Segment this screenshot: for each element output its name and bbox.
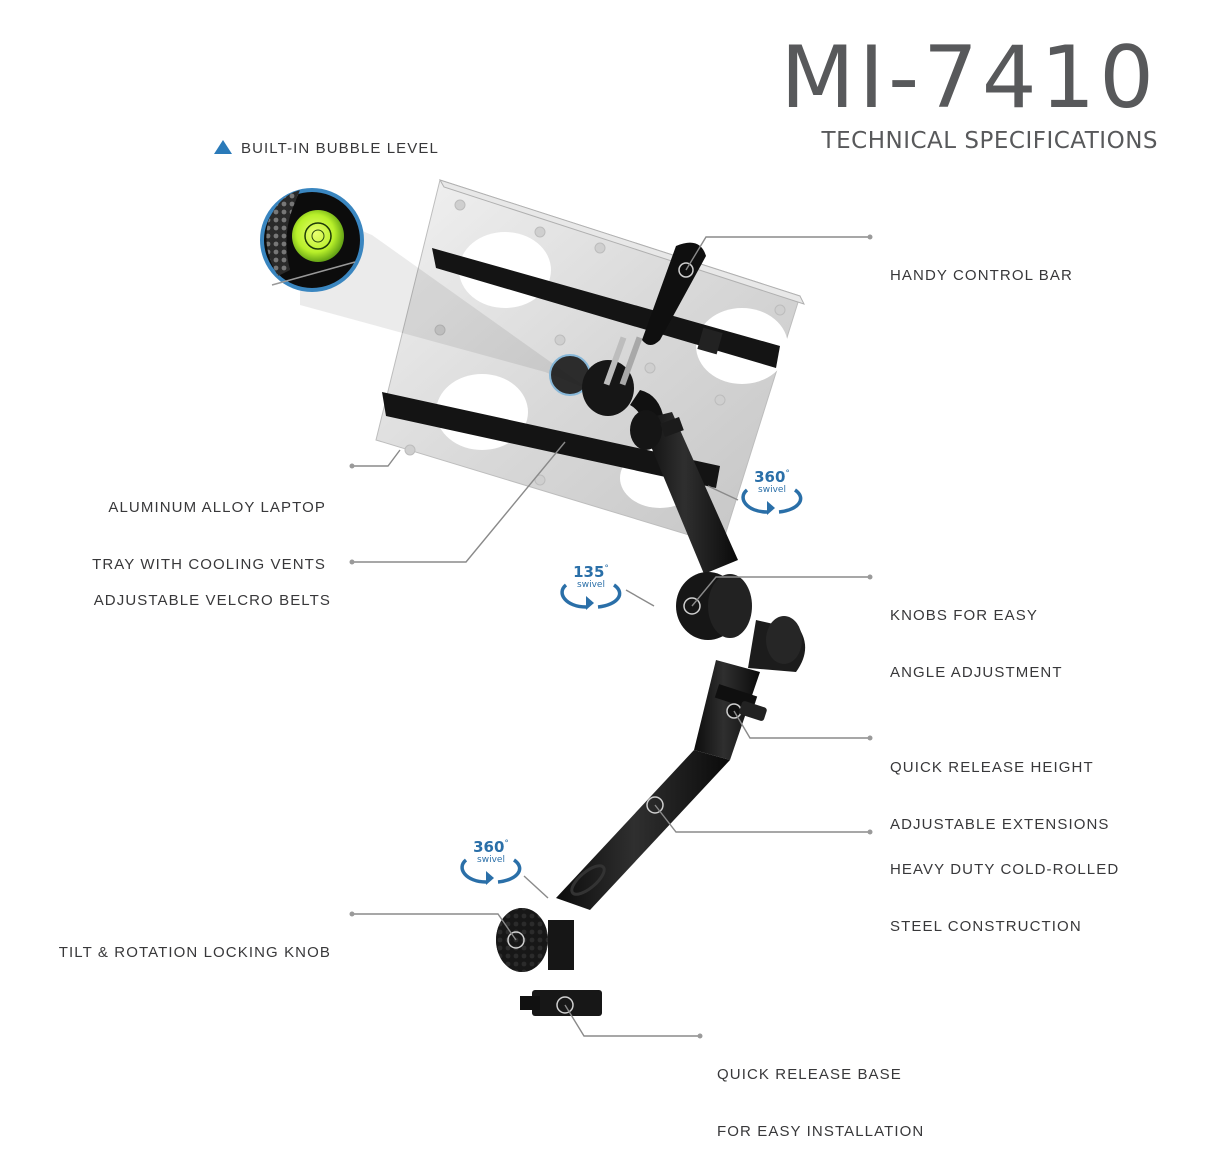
swivel-badge-135-elbow: 135° swivel: [556, 561, 626, 611]
callout-locking-knob: TILT & ROTATION LOCKING KNOB: [58, 944, 331, 961]
rotate-arrow-icon: [460, 858, 522, 885]
swivel-text: swivel: [577, 580, 605, 590]
bubble-level-label: BUILT-IN BUBBLE LEVEL: [214, 140, 439, 157]
callout-laptop-tray: ALUMINUM ALLOY LAPTOP TRAY WITH COOLING …: [92, 499, 326, 573]
swivel-text: swivel: [758, 485, 786, 495]
page-subtitle: TECHNICAL SPECIFICATIONS: [821, 128, 1158, 154]
leader-lines: [352, 236, 870, 1037]
callout-steel-construction: HEAVY DUTY COLD-ROLLED STEEL CONSTRUCTIO…: [890, 861, 1120, 935]
rotate-arrow-icon: [741, 488, 803, 515]
upper-arm: [630, 410, 738, 574]
elbow-knob: [676, 572, 806, 672]
leader-dots: [349, 234, 873, 1039]
callout-control-bar: HANDY CONTROL BAR: [890, 267, 1073, 284]
swivel-degrees: 135°: [573, 563, 609, 581]
laptop-tray: [300, 179, 805, 546]
callout-release-base: QUICK RELEASE BASE FOR EASY INSTALLATION: [717, 1066, 925, 1140]
swivel-text: swivel: [477, 855, 505, 865]
swivel-badge-360-base: 360° swivel: [456, 836, 526, 886]
swivel-degrees: 360°: [473, 838, 509, 856]
callout-velcro-belts: ADJUSTABLE VELCRO BELTS: [93, 592, 331, 609]
title-block: MI-7410 TECHNICAL SPECIFICATIONS: [781, 30, 1158, 154]
triangle-icon: [214, 140, 232, 154]
swivel-badge-360-tray: 360° swivel: [737, 466, 807, 516]
bubble-level-loupe: [260, 188, 364, 292]
lower-arm: [556, 660, 767, 910]
product-illustration: [260, 179, 873, 1039]
callout-height-extensions: QUICK RELEASE HEIGHT ADJUSTABLE EXTENSIO…: [890, 759, 1110, 833]
control-bar-handle: [642, 242, 706, 345]
swivel-degrees: 360°: [754, 468, 790, 486]
velcro-belts: [382, 248, 780, 488]
bubble-level-text: BUILT-IN BUBBLE LEVEL: [241, 140, 439, 157]
tray-hub: [549, 336, 664, 430]
base-assembly: [496, 908, 602, 1016]
rotate-arrow-icon: [560, 583, 622, 610]
callout-angle-knobs: KNOBS FOR EASY ANGLE ADJUSTMENT: [890, 607, 1063, 681]
model-name: MI-7410: [780, 28, 1158, 128]
